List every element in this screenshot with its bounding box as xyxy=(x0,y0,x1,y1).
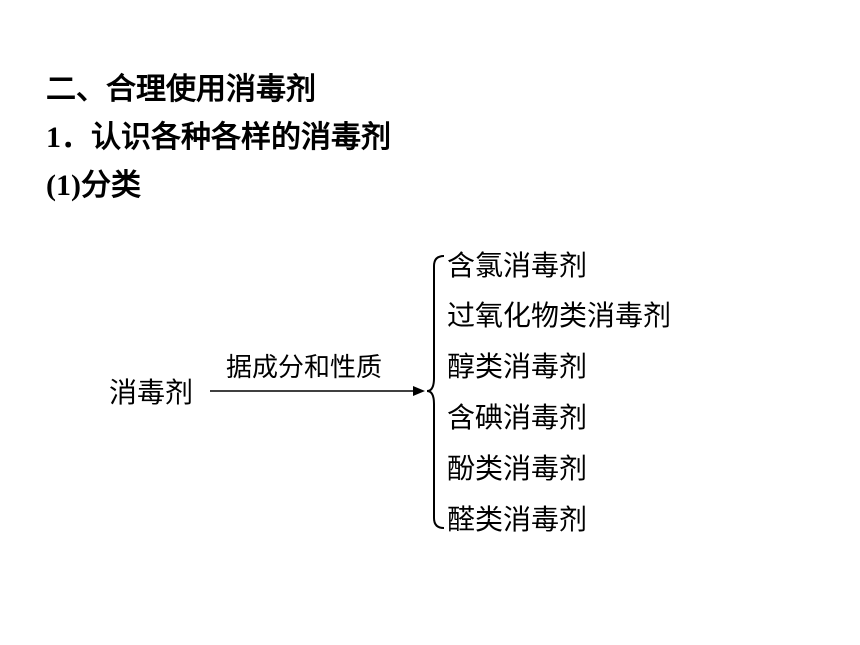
category-item: 醇类消毒剂 xyxy=(447,350,588,383)
category-item: 含氯消毒剂 xyxy=(447,249,588,282)
section-title: 二、合理使用消毒剂 xyxy=(46,72,316,107)
criterion-label: 据成分和性质 xyxy=(226,353,383,383)
subsection-title: 1．认识各种各样的消毒剂 xyxy=(46,120,391,156)
category-item: 过氧化物类消毒剂 xyxy=(447,299,672,332)
subsection-text: 认识各种各样的消毒剂 xyxy=(91,120,391,155)
sub-item-number: (1) xyxy=(46,169,81,202)
sub-item-text: 分类 xyxy=(80,168,141,203)
arrow-head xyxy=(413,386,425,396)
curly-brace xyxy=(426,255,445,529)
category-item: 醛类消毒剂 xyxy=(447,503,588,536)
sub-item-title: (1)分类 xyxy=(46,168,141,204)
category-item: 含碘消毒剂 xyxy=(447,401,588,434)
subsection-number: 1． xyxy=(46,121,91,154)
category-item: 酚类消毒剂 xyxy=(447,452,588,485)
root-label: 消毒剂 xyxy=(109,376,194,409)
